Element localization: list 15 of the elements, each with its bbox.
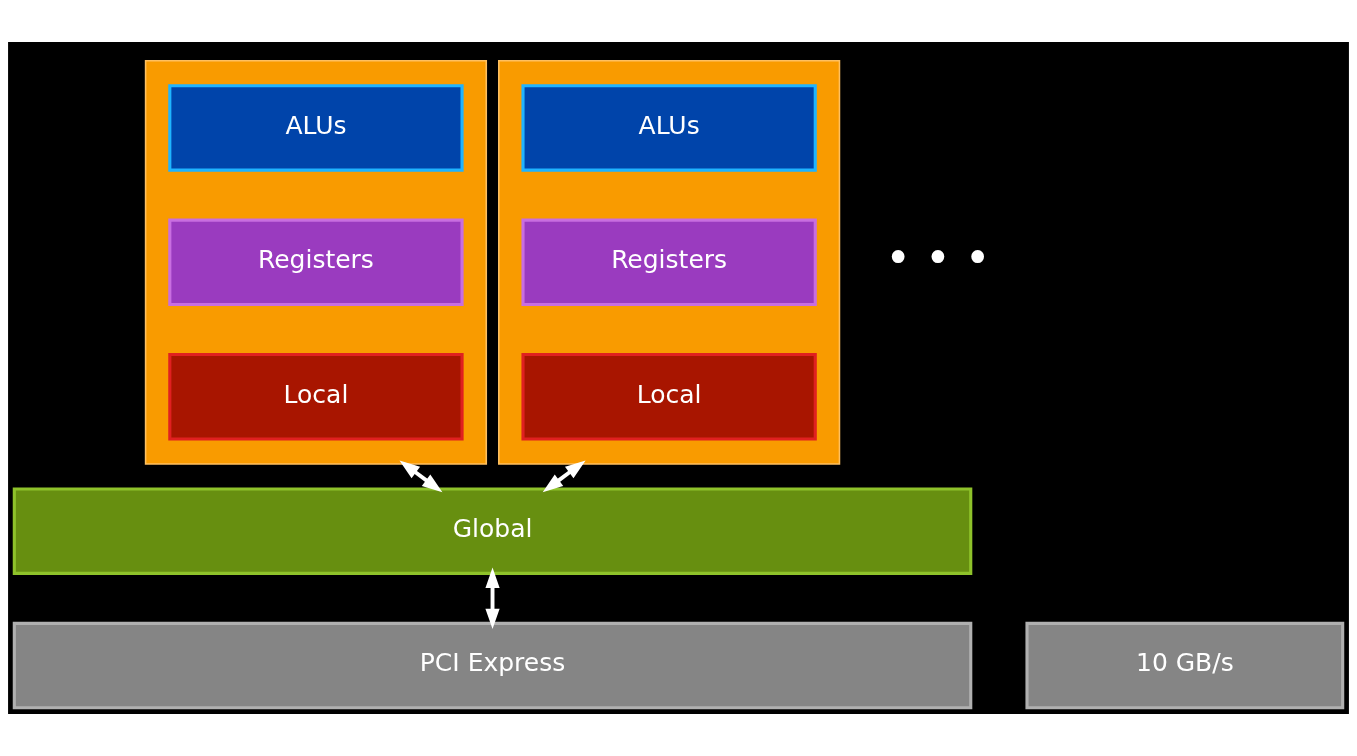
node-box: Local — [168, 353, 464, 441]
node-box: 10 GB/s — [1025, 621, 1345, 710]
arrow — [485, 567, 500, 630]
arrow — [542, 460, 586, 493]
node-box: ALUs — [168, 84, 464, 172]
node-box: Registers — [521, 218, 817, 307]
node-box: Registers — [168, 218, 464, 307]
node-box: Global — [12, 487, 973, 575]
cluster — [498, 59, 841, 465]
cluster — [144, 59, 488, 465]
label: • • • — [885, 232, 991, 284]
node-box: Local — [521, 353, 817, 441]
arrow — [399, 460, 443, 493]
node-box: ALUs — [521, 84, 817, 172]
node-box: PCI Express — [12, 621, 973, 710]
